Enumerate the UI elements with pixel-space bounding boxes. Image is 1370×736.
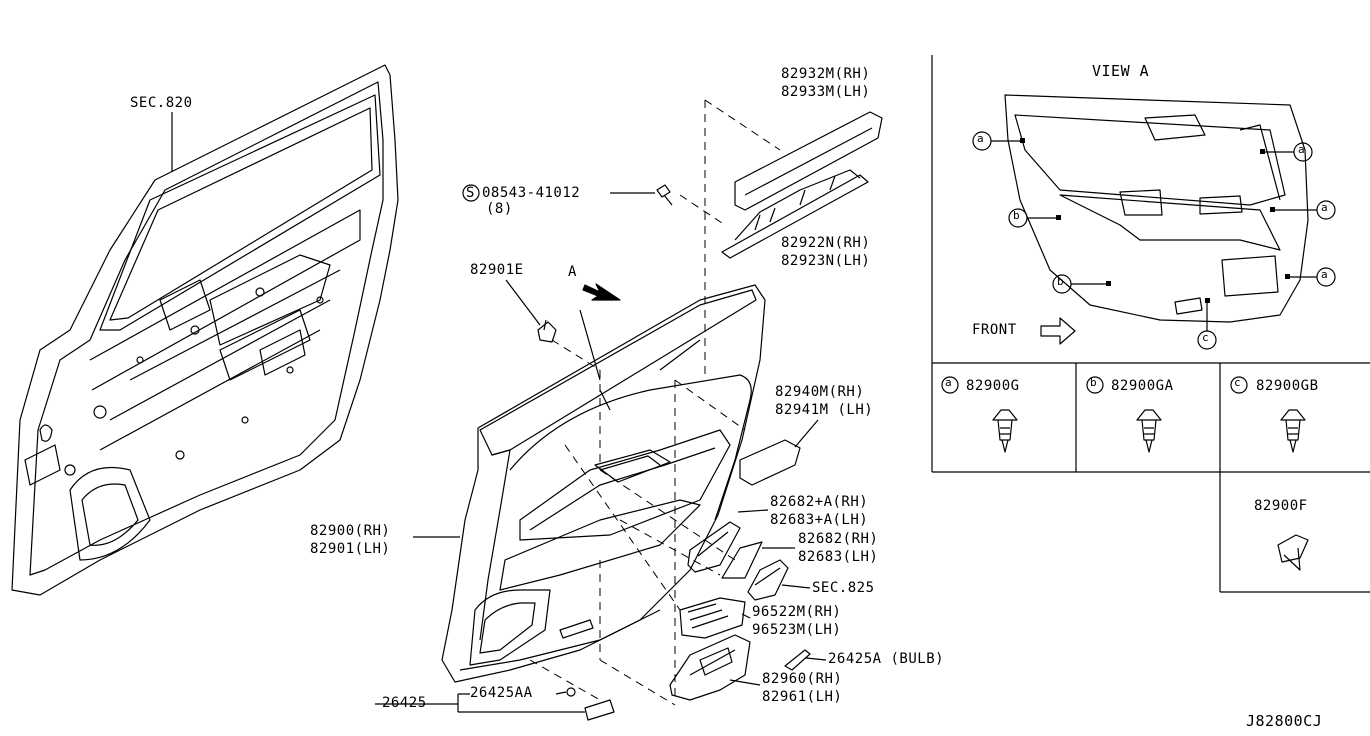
table-markers xyxy=(941,376,1248,394)
label-bolt-symbol: S xyxy=(466,185,475,201)
view-a-callout-a2: a xyxy=(1298,143,1306,156)
view-a-callout-a3: a xyxy=(1321,201,1329,214)
label-sec820: SEC.820 xyxy=(130,95,193,111)
label-panel-lh: 82901(LH) xyxy=(310,541,391,557)
clip-g-drawing xyxy=(992,409,1018,453)
label-finisher-a-rh: 82682+A(RH) xyxy=(770,494,869,510)
clip-f-drawing xyxy=(1277,534,1309,571)
switch-leader xyxy=(741,613,751,619)
bulb-leader xyxy=(805,657,827,661)
label-pad-rh: 82940M(RH) xyxy=(775,384,865,400)
switch-drawing xyxy=(679,597,746,639)
bolt-drawing xyxy=(656,184,673,206)
pad-drawing xyxy=(739,439,801,486)
door-panel-drawing xyxy=(441,284,766,683)
part-mark-b: b xyxy=(1090,376,1098,389)
assembly-lines xyxy=(529,99,781,706)
label-bolt: 08543-41012 xyxy=(482,185,581,201)
upper-trim-drawing xyxy=(721,111,883,259)
finisher-drawing xyxy=(721,541,763,579)
label-lamp: 26425 xyxy=(382,695,427,711)
diagram-id: J82800CJ xyxy=(1246,712,1323,730)
door-frame-drawing xyxy=(11,64,399,596)
view-a-callout-c: c xyxy=(1202,331,1210,344)
label-strip-lh: 82923N(LH) xyxy=(781,253,871,269)
handle-leader xyxy=(781,584,811,589)
label-finisher-a-lh: 82683+A(LH) xyxy=(770,512,869,528)
view-a-callout-a4: a xyxy=(1321,268,1329,281)
part-code-f: 82900F xyxy=(1254,498,1308,514)
bolt-s-marker xyxy=(462,184,480,202)
part-mark-a: a xyxy=(945,376,953,389)
clip-ga-drawing xyxy=(1136,409,1162,453)
view-a-callout-b2: b xyxy=(1057,275,1065,288)
lamp-socket-drawing xyxy=(566,687,576,697)
label-lamp-aa: 26425AA xyxy=(470,685,533,701)
label-bolt-qty: (8) xyxy=(486,201,513,217)
part-code-gb: 82900GB xyxy=(1256,378,1319,394)
part-code-ga: 82900GA xyxy=(1111,378,1174,394)
label-switch-rh: 96522M(RH) xyxy=(752,604,842,620)
view-a-front-label: FRONT xyxy=(972,322,1017,338)
label-finisher-rh: 82682(RH) xyxy=(798,531,879,547)
label-finisher-lh: 82683(LH) xyxy=(798,549,879,565)
label-trim-top-lh: 82933M(LH) xyxy=(781,84,871,100)
clip-e-leader xyxy=(505,279,541,326)
armrest-leader xyxy=(729,679,761,686)
label-trim-top-rh: 82932M(RH) xyxy=(781,66,871,82)
view-a-callout-a1: a xyxy=(977,132,985,145)
finisher-a-leader xyxy=(737,509,769,513)
view-a-panel-drawing xyxy=(1004,94,1309,323)
label-pad-lh: 82941M (LH) xyxy=(775,402,874,418)
label-switch-lh: 96523M(LH) xyxy=(752,622,842,638)
part-code-g: 82900G xyxy=(966,378,1020,394)
lamp-leader xyxy=(375,691,585,713)
pad-leader xyxy=(794,419,819,448)
clip-e-drawing xyxy=(537,319,557,343)
finisher-a-drawing xyxy=(687,521,741,573)
view-a-title: VIEW A xyxy=(1092,62,1150,80)
view-a-callouts xyxy=(972,131,1336,350)
view-a-callout-b1: b xyxy=(1013,209,1021,222)
part-mark-c: c xyxy=(1234,376,1242,389)
label-clip-e: 82901E xyxy=(470,262,524,278)
lamp-drawing xyxy=(584,699,615,721)
label-armrest-rh: 82960(RH) xyxy=(762,671,843,687)
label-sec825: SEC.825 xyxy=(812,580,875,596)
view-a-box xyxy=(931,55,1370,593)
label-panel-rh: 82900(RH) xyxy=(310,523,391,539)
clip-gb-drawing xyxy=(1280,409,1306,453)
label-armrest-lh: 82961(LH) xyxy=(762,689,843,705)
handle-drawing xyxy=(747,559,789,601)
label-arrow-a: A xyxy=(568,264,577,280)
front-arrow-shape xyxy=(1040,317,1076,345)
arrow-a-shape xyxy=(582,283,621,301)
label-bulb: 26425A (BULB) xyxy=(828,651,945,667)
bulb-drawing xyxy=(784,649,811,671)
armrest-drawing xyxy=(669,634,751,701)
label-strip-rh: 82922N(RH) xyxy=(781,235,871,251)
